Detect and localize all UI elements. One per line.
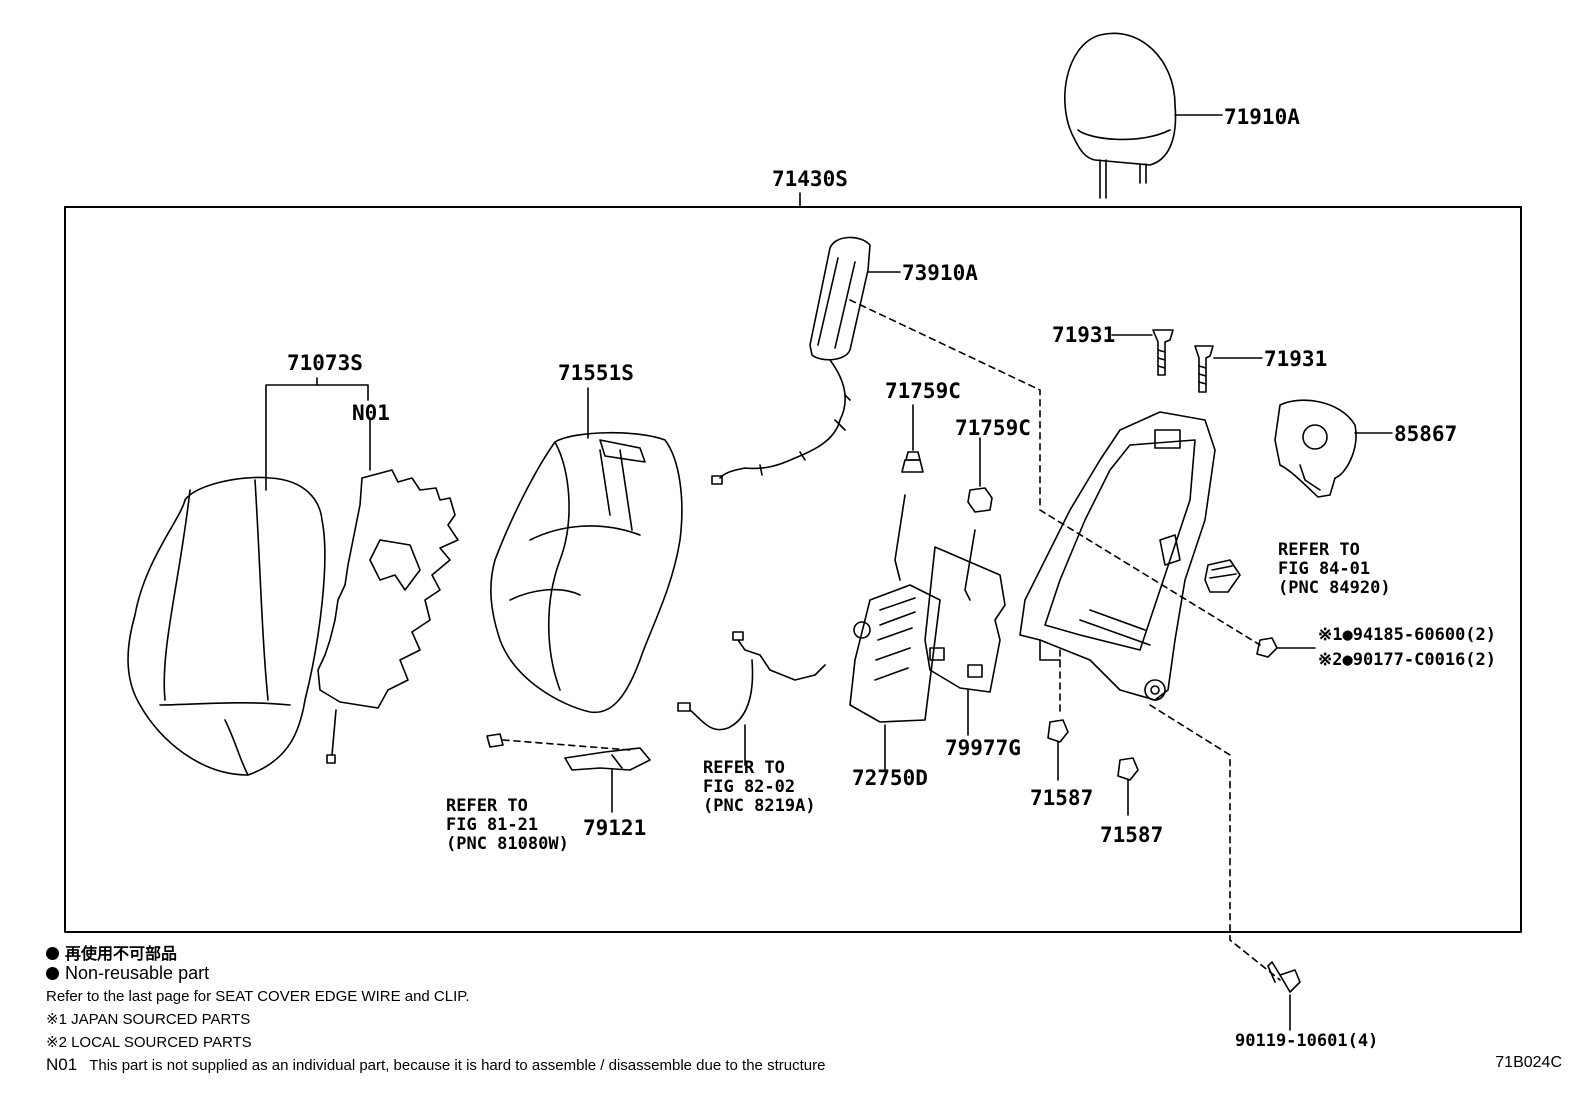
ref-81-line2: FIG 81-21 <box>446 815 538 835</box>
headrest-drawing <box>1064 32 1223 199</box>
ref-81-line3: (PNC 81080W) <box>446 834 569 854</box>
label-94185-60600: ※1●94185-60600(2) <box>1318 625 1496 645</box>
label-72750D: 72750D <box>852 766 928 790</box>
note-nonreusable-text: Non-reusable part <box>65 963 210 983</box>
ref-84-line2: FIG 84-01 <box>1278 559 1370 579</box>
seat-frame-drawing <box>1019 411 1216 701</box>
note-n01-text: This part is not supplied as an individu… <box>89 1057 826 1074</box>
bolt-71931-b-drawing <box>1194 345 1263 393</box>
clip-81080W-drawing <box>486 733 631 751</box>
dashed-leader-73910A <box>849 299 1261 646</box>
label-71759C-b: 71759C <box>955 416 1031 440</box>
bolt-71931-a-drawing <box>1111 329 1174 376</box>
clip-71759C-right-drawing <box>967 437 993 513</box>
label-71587-b: 71587 <box>1100 823 1163 847</box>
label-71430S: 71430S <box>772 167 848 191</box>
note-japan-sourced: ※1 JAPAN SOURCED PARTS <box>46 1011 251 1028</box>
clip-71759C-left-drawing <box>901 404 924 473</box>
bullet-icon <box>46 947 59 960</box>
assembly-frame <box>64 206 1522 933</box>
label-71759C-a: 71759C <box>885 379 961 403</box>
label-71910A: 71910A <box>1224 105 1300 129</box>
note-refer: Refer to the last page for SEAT COVER ED… <box>46 988 470 1005</box>
diagram-code: 71B024C <box>1495 1054 1562 1071</box>
pad-n01-drawing <box>317 419 459 764</box>
ref-81-line1: REFER TO <box>446 796 528 816</box>
label-73910A: 73910A <box>902 261 978 285</box>
label-71587-a: 71587 <box>1030 786 1093 810</box>
note-japanese-text: 再使用不可部品 <box>65 946 178 963</box>
ref-82-line3: (PNC 8219A) <box>703 796 816 816</box>
ref-82-line1: REFER TO <box>703 758 785 778</box>
clip-71587-a-drawing <box>1047 719 1069 781</box>
ref-82-line2: FIG 82-02 <box>703 777 795 797</box>
label-85867: 85867 <box>1394 422 1457 446</box>
label-N01: N01 <box>352 401 390 425</box>
seatback-pad-drawing <box>490 387 683 714</box>
note-japanese: 再使用不可部品 <box>46 940 177 964</box>
trim-84920-drawing <box>1204 559 1241 593</box>
nut-94185-drawing <box>1256 637 1316 658</box>
note-nonreusable: Non-reusable part <box>46 963 209 984</box>
dashed-leader-90119 <box>1149 704 1281 981</box>
bolt-90119-drawing <box>1267 961 1301 1031</box>
label-90177-C0016: ※2●90177-C0016(2) <box>1318 650 1496 670</box>
bracket-79121-drawing <box>564 747 651 813</box>
note-n01-key: N01 <box>46 1055 78 1074</box>
label-79977G: 79977G <box>945 736 1021 760</box>
harness-8219A-drawing <box>677 631 826 766</box>
label-90119-10601: 90119-10601(4) <box>1235 1031 1378 1051</box>
note-local-sourced: ※2 LOCAL SOURCED PARTS <box>46 1034 252 1051</box>
label-71551S: 71551S <box>558 361 634 385</box>
side-pad-73910A-drawing <box>711 236 901 485</box>
label-71931-b: 71931 <box>1264 347 1327 371</box>
note-n01: N01 This part is not supplied as an indiv… <box>46 1055 825 1075</box>
label-71931-a: 71931 <box>1052 323 1115 347</box>
recliner-85867-drawing <box>1274 399 1393 498</box>
seat-back-cover-drawing <box>127 476 326 776</box>
bullet-icon <box>46 967 59 980</box>
lumbar-support-72750D-drawing <box>849 494 976 771</box>
label-71073S: 71073S <box>287 351 363 375</box>
label-79121: 79121 <box>583 816 646 840</box>
ref-84-line3: (PNC 84920) <box>1278 578 1391 598</box>
clip-71587-b-drawing <box>1117 757 1139 816</box>
pad-79977G-drawing <box>924 546 1006 736</box>
ref-84-line1: REFER TO <box>1278 540 1360 560</box>
